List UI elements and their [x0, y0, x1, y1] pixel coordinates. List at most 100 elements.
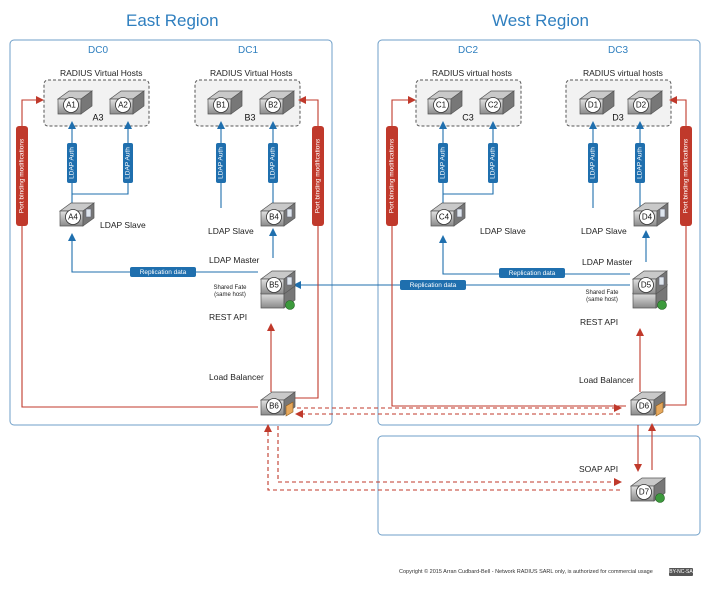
port-binding-tag: Port binding modifications: [312, 126, 324, 226]
ldap-auth-tag: LDAP Auth: [488, 143, 498, 183]
ldap-auth-tag: LDAP Auth: [588, 143, 598, 183]
port-binding-tag: Port binding modifications: [16, 126, 28, 226]
ldap-auth-tag-bg: [438, 143, 448, 183]
ldap-auth-tag-bg: [67, 143, 77, 183]
server-icon: D7: [629, 477, 667, 503]
node-disk: [633, 97, 649, 113]
node-label-a1: A1: [66, 101, 76, 110]
soap-api-label: SOAP API: [579, 464, 619, 474]
group-label-c3: C3: [462, 112, 474, 122]
ldap-auth-tag: LDAP Auth: [268, 143, 278, 183]
ldap-auth-tag: LDAP Auth: [123, 143, 133, 183]
ldap-auth-text: LDAP Auth: [590, 147, 597, 179]
ldap-auth-text: LDAP Auth: [440, 147, 447, 179]
globe-icon: [285, 300, 295, 310]
ldap-auth-tag-bg: [488, 143, 498, 183]
server-side: [80, 90, 93, 115]
node-label-b6: B6: [269, 402, 279, 411]
port-binding-tag-bg: [312, 126, 324, 226]
server-side: [650, 90, 663, 115]
ldap-auth-tag-bg: [268, 143, 278, 183]
port-binding-text: Port binding modifications: [683, 138, 690, 213]
server-icon: C4: [429, 202, 467, 227]
ldap-auth-tag-bg: [635, 143, 645, 183]
ldap-auth-tag-bg: [216, 143, 226, 183]
replication-tag: Replication data: [499, 268, 565, 278]
ldap-master-label-east: LDAP Master: [209, 255, 260, 265]
node-label-c4: C4: [439, 213, 450, 222]
rest-api-label-east: REST API: [209, 312, 248, 322]
node-label-d4: D4: [642, 213, 653, 222]
ldap-auth-text: LDAP Auth: [490, 147, 497, 179]
port-binding-line: [391, 96, 626, 407]
license-badge: BY-NC-SA: [669, 568, 693, 576]
soap-failover-line: [264, 424, 620, 491]
node-disk: [266, 398, 282, 414]
ldap-auth-text: LDAP Auth: [637, 147, 644, 179]
port-binding-tag: Port binding modifications: [386, 126, 398, 226]
node-disk: [485, 97, 501, 113]
server-icon: A2: [108, 90, 146, 115]
server-stack: B5: [259, 270, 297, 310]
rest-api-label-west: REST API: [580, 317, 619, 327]
node-disk: [266, 277, 282, 293]
server-icon: B1: [206, 90, 244, 115]
node-disk: [636, 398, 652, 414]
node-label-d1: D1: [588, 101, 599, 110]
server-icon: C2: [478, 90, 516, 115]
ldap-auth-text: LDAP Auth: [125, 147, 132, 179]
server-side: [230, 90, 243, 115]
node-disk: [638, 277, 654, 293]
ldap-auth-tag-bg: [588, 143, 598, 183]
database-icon: [286, 276, 293, 286]
dc0-title: DC0: [88, 45, 109, 56]
node-disk: [433, 97, 449, 113]
database-icon: [286, 208, 293, 218]
shared-fate-west: Shared Fate (same host): [578, 290, 626, 304]
database-icon: [658, 276, 665, 286]
port-binding-tag: Port binding modifications: [680, 126, 692, 226]
vhost-label-dc1: RADIUS Virtual Hosts: [210, 68, 293, 78]
database-icon: [456, 208, 463, 218]
globe-icon: [657, 300, 667, 310]
server-icon: D1: [578, 90, 616, 115]
server-icon: D6: [629, 391, 667, 417]
node-disk: [63, 97, 79, 113]
ldap-master-label-west: LDAP Master: [582, 257, 633, 267]
ldap-auth-text: LDAP Auth: [270, 147, 277, 179]
node-disk: [639, 209, 655, 225]
port-binding-tag-bg: [16, 126, 28, 226]
node-label-d6: D6: [639, 402, 650, 411]
ldap-auth-text: LDAP Auth: [69, 147, 76, 179]
server-icon: C1: [426, 90, 464, 115]
ldap-auth-tag: LDAP Auth: [635, 143, 645, 183]
port-binding-text: Port binding modifications: [389, 138, 396, 213]
replication-tag: Replication data: [400, 280, 466, 290]
group-label-a3: A3: [92, 112, 103, 122]
server-side: [450, 90, 463, 115]
port-binding-tag-bg: [386, 126, 398, 226]
node-disk: [115, 97, 131, 113]
node-disk: [636, 484, 652, 500]
node-label-a4: A4: [68, 213, 78, 222]
server-icon: A1: [56, 90, 94, 115]
shared-fate-east: Shared Fate (same host): [206, 285, 254, 299]
load-balancer-label-west: Load Balancer: [579, 375, 634, 385]
server-icon: A4: [58, 202, 96, 227]
port-binding-line: [655, 96, 687, 406]
shared-fate-line1: Shared Fate: [585, 290, 619, 296]
ldap-auth-tag: LDAP Auth: [438, 143, 448, 183]
node-label-c2: C2: [488, 101, 499, 110]
vhost-label-dc2: RADIUS virtual hosts: [432, 68, 512, 78]
vhost-label-dc3: RADIUS virtual hosts: [583, 68, 663, 78]
node-disk: [436, 209, 452, 225]
node-label-b1: B1: [216, 101, 226, 110]
dc1-title: DC1: [238, 45, 259, 56]
ldap-auth-line: [72, 121, 132, 195]
server-side: [132, 90, 145, 115]
east-region-box: [9, 39, 333, 426]
ldap-slave-label-dc2: LDAP Slave: [480, 226, 526, 236]
soap-failover-line: [277, 426, 622, 486]
